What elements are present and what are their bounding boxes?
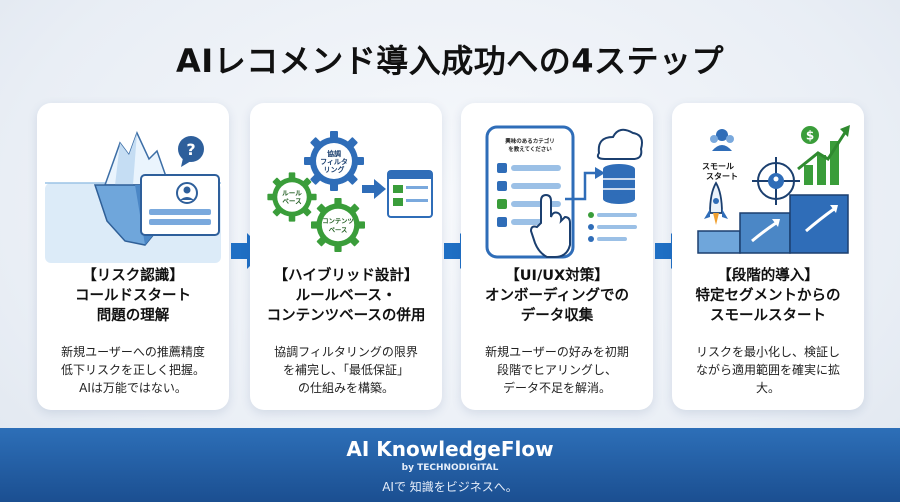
team-icon: [710, 129, 734, 151]
smartphone-icon: 興味のあるカテゴリを教えてください: [485, 125, 575, 259]
small-start-label: スモールスタート: [702, 162, 738, 181]
arrow-right-icon: [362, 179, 386, 199]
user-profile-card-icon: [140, 174, 220, 236]
question-bubble-icon: ?: [178, 136, 204, 167]
target-crosshair-icon: [752, 157, 800, 205]
step-1-heading: 【リスク認識】 コールドスタート 問題の理解: [75, 268, 191, 324]
gear-label-collab: 協調フィルタリング: [320, 149, 348, 174]
browser-window-icon: [387, 170, 433, 218]
step-2-heading: 【ハイブリッド設計】 ルールベース・ コンテンツベースの併用: [266, 268, 426, 324]
gear-icon: ルールベース: [267, 172, 317, 222]
brand-byline: by TECHNODIGITAL: [401, 463, 499, 473]
step-card-2: 協調フィルタリング ルールベース コンテンツベース: [250, 103, 442, 410]
svg-text:$: $: [806, 129, 814, 143]
arrow-right-icon: [231, 233, 265, 269]
step-card-3: 興味のあるカテゴリを教えてください: [461, 103, 653, 410]
onboarding-phone-illustration: 興味のあるカテゴリを教えてください: [485, 125, 643, 259]
gear-label-rule: ルールベース: [282, 189, 302, 205]
arrow-icon: [565, 167, 605, 201]
brand-tagline: AIで 知識をビジネスへ。: [382, 480, 518, 494]
step-card-4: スモールスタート $: [672, 103, 864, 410]
cloud-database-icon: [596, 128, 643, 204]
gear-label-content: コンテンツベース: [322, 217, 353, 234]
hand-tap-icon: [529, 193, 571, 258]
gear-icon: 協調フィルタリング: [304, 131, 364, 191]
phone-prompt-text: 興味のあるカテゴリを教えてください: [505, 137, 555, 153]
page-title: AIレコメンド導入成功への4ステップ: [176, 42, 724, 80]
step-2-description: 協調フィルタリングの限界 を補完し、「最低保証」 の仕組みを構築。: [274, 345, 418, 395]
step-1-description: 新規ユーザーへの推薦精度 低下リスクを正しく把握。 AIは万能ではない。: [60, 345, 205, 395]
step-4-description: リスクを最小化し、検証し ながら適用範囲を確実に拡 大。: [695, 345, 840, 395]
dollar-coin-icon: $: [801, 126, 819, 144]
step-4-heading: 【段階的導入】 特定セグメントからの スモールスタート: [695, 268, 841, 324]
data-list-icon: [588, 212, 637, 242]
rocket-icon: [704, 181, 728, 225]
footer-banner: AI KnowledgeFlow by TECHNODIGITAL AIで 知識…: [0, 428, 900, 502]
growth-chart-icon: [797, 125, 850, 185]
step-blocks-icon: [697, 194, 849, 254]
svg-text:?: ?: [186, 140, 195, 159]
small-start-illustration: スモールスタート $: [697, 125, 850, 254]
step-3-description: 新規ユーザーの好みを初期 段階でヒアリングし、 データ不足を解消。: [485, 345, 629, 395]
step-3-heading: 【UI/UX対策】 オンボーディングでの データ収集: [485, 268, 629, 324]
hybrid-gears-illustration: 協調フィルタリング ルールベース コンテンツベース: [267, 131, 433, 252]
gear-icon: コンテンツベース: [311, 198, 365, 252]
step-card-1: ? 【リスク認識】 コールドスタート 問題の理解 新規ユーザーへの推薦精度 低下…: [37, 103, 229, 410]
iceberg-illustration: ?: [45, 131, 221, 263]
brand-name: AI KnowledgeFlow: [346, 437, 554, 461]
